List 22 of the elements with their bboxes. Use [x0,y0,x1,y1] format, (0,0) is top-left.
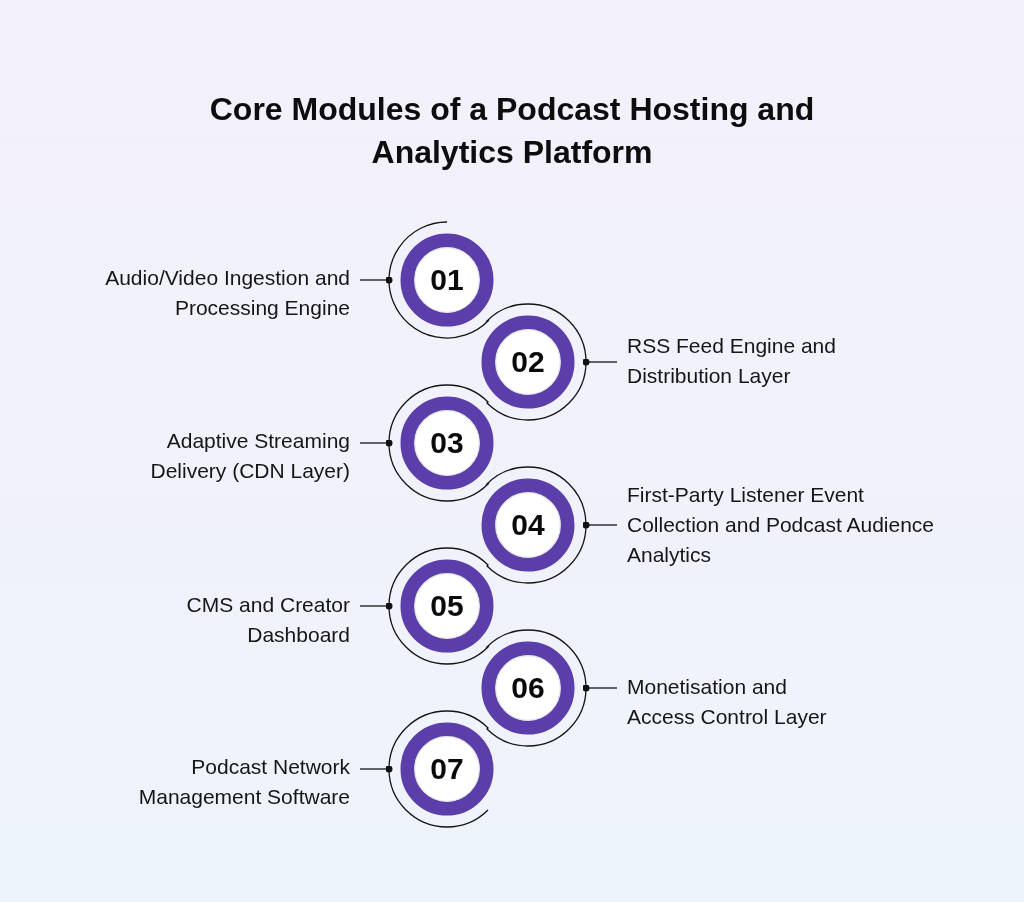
step-number: 05 [430,591,464,621]
leader-line [359,276,393,284]
step-number: 07 [430,754,464,784]
step-number: 06 [511,673,545,703]
leader-line [359,765,393,773]
step-number: 04 [511,510,545,540]
leader-line [582,684,618,692]
title: Core Modules of a Podcast Hosting and Analytics Platform [208,90,816,172]
leader-line [582,521,618,529]
module-label: Podcast Network Management Software [137,752,350,812]
step-number: 02 [511,347,545,377]
module-label: RSS Feed Engine and Distribution Layer [627,331,837,391]
module-label: Monetisation and Access Control Layer [627,672,828,732]
leader-line [359,439,393,447]
module-label: CMS and Creator Dashboard [185,590,350,650]
module-label: First-Party Listener Event Collection and Podcast Audience Analytics [627,480,936,570]
module-label: Audio/Video Ingestion and Processing Engine [104,263,350,323]
leader-line [359,602,393,610]
step-number: 01 [430,265,464,295]
step-number: 03 [430,428,464,458]
leader-line [582,358,618,366]
module-label: Adaptive Streaming Delivery (CDN Layer) [149,426,350,486]
